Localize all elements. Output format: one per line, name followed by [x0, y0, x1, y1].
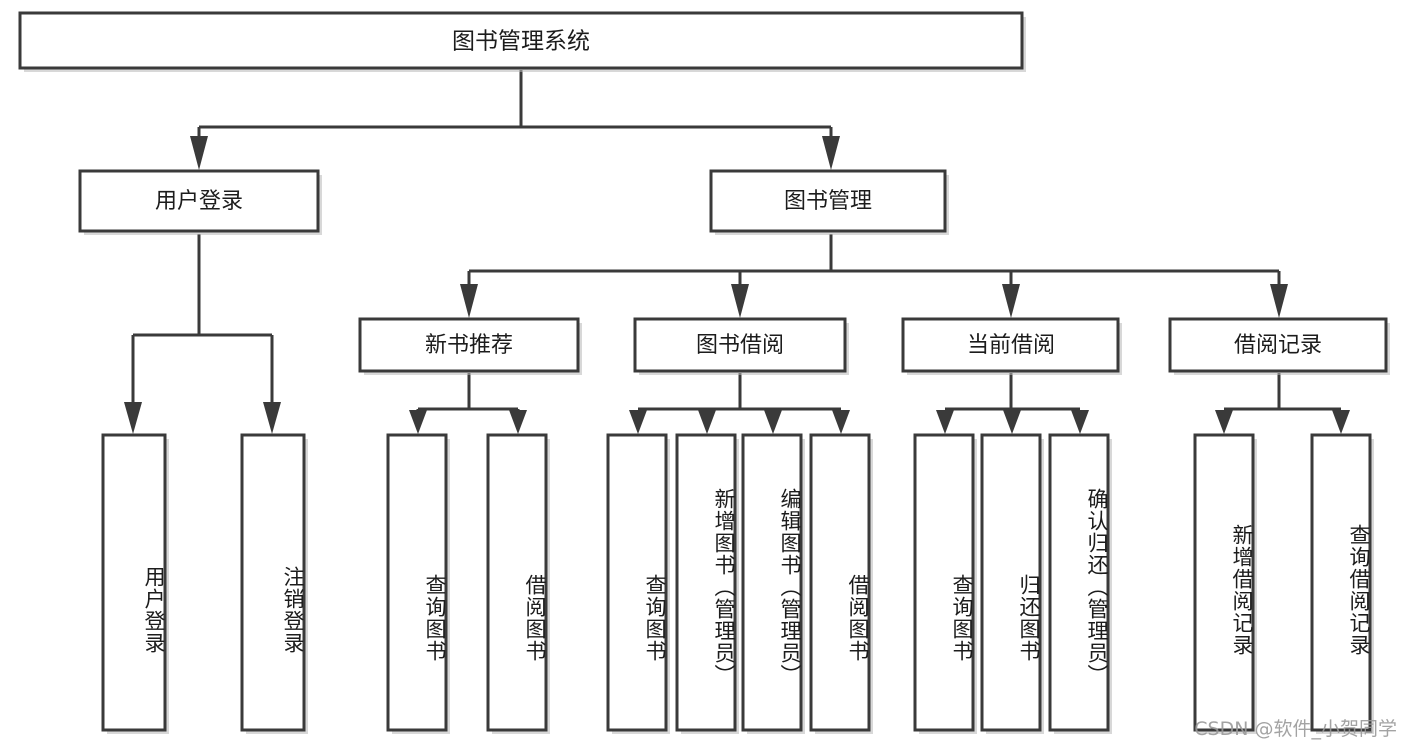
book-manage-node-label: 图书管理 — [784, 189, 872, 214]
arrowhead-current-borrow — [1002, 284, 1020, 318]
user-login-node-box[interactable] — [78, 169, 320, 233]
borrow-record-node-box[interactable] — [1168, 317, 1388, 373]
arrowhead-return-book — [1003, 410, 1021, 434]
leaf-user-login-box[interactable] — [101, 433, 167, 732]
book-borrow-node-box[interactable] — [633, 317, 847, 373]
arrowhead-add-record — [1215, 410, 1233, 434]
current-borrow-node-label: 当前借阅 — [967, 333, 1055, 358]
arrowhead-new-book-rec — [460, 284, 478, 318]
leaf-borrow-book-2-box[interactable] — [809, 433, 871, 732]
arrowhead-leaf-logout — [263, 402, 281, 434]
book-borrow-node-label: 图书借阅 — [696, 333, 784, 358]
leaf-query-book-1-box[interactable] — [386, 433, 448, 732]
arrowhead-borrow-record — [1270, 284, 1288, 318]
leaf-query-record-box[interactable] — [1310, 433, 1372, 732]
current-borrow-node-box[interactable] — [901, 317, 1120, 373]
borrow-record-node-label: 借阅记录 — [1234, 333, 1322, 358]
arrowhead-query-book-1 — [409, 410, 427, 434]
leaf-return-book-box[interactable] — [980, 433, 1042, 732]
root-node-box[interactable] — [18, 11, 1024, 70]
leaf-query-book-2-box[interactable] — [606, 433, 668, 732]
leaf-logout-box[interactable] — [240, 433, 306, 732]
arrowhead-book-manage — [822, 136, 840, 170]
arrowhead-borrow-book-1 — [509, 410, 527, 434]
user-login-node-label: 用户登录 — [155, 189, 243, 214]
new-book-rec-node-box[interactable] — [358, 317, 580, 373]
leaf-query-book-3-box[interactable] — [913, 433, 975, 732]
arrowhead-add-book — [698, 410, 716, 434]
leaf-add-record-box[interactable] — [1193, 433, 1255, 732]
arrowhead-query-book-3 — [936, 410, 954, 434]
arrowhead-query-record — [1332, 410, 1350, 434]
new-book-rec-node-label: 新书推荐 — [425, 333, 513, 358]
arrowhead-borrow-book-2 — [832, 410, 850, 434]
leaf-confirm-return-box[interactable] — [1048, 433, 1110, 732]
arrowhead-edit-book — [764, 410, 782, 434]
book-manage-node-box[interactable] — [709, 169, 947, 233]
edges-layer — [124, 70, 1350, 434]
leaf-add-book-box[interactable] — [675, 433, 737, 732]
arrowhead-user-login — [190, 136, 208, 170]
arrowhead-book-borrow — [731, 284, 749, 318]
root-node-label: 图书管理系统 — [452, 29, 590, 55]
arrowhead-leaf-user-login — [124, 402, 142, 434]
arrowhead-query-book-2 — [629, 410, 647, 434]
leaf-edit-book-box[interactable] — [741, 433, 803, 732]
nodes-layer: 图书管理系统 用户登录 图书管理 新书推荐 图书借阅 当前借阅 借阅记录 — [18, 11, 1390, 734]
leaf-borrow-book-1-box[interactable] — [486, 433, 548, 732]
csdn-watermark: CSDN @软件_小贺同学 — [1194, 718, 1397, 740]
arrowhead-confirm-return — [1071, 410, 1089, 434]
